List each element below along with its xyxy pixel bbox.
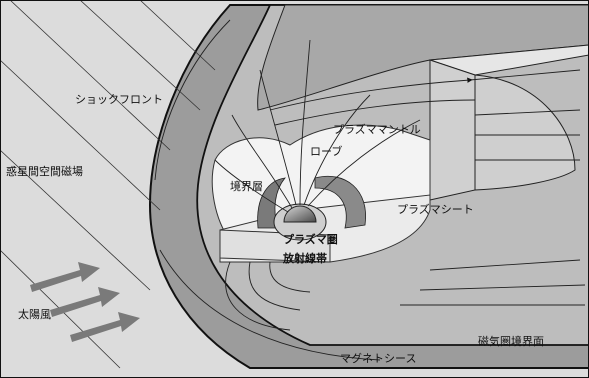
tail-lobe-band: [257, 4, 589, 111]
solar-wind-arrows: [30, 262, 140, 342]
label-plasma-mantle: プラズママントル: [333, 122, 421, 136]
tail-cross-section: [474, 74, 576, 191]
label-magnetopause: 磁気圏境界面: [478, 334, 544, 348]
label-imf: 惑星間空間磁場: [6, 164, 83, 178]
sheath-field-lines: [154, 19, 381, 361]
label-plasma-sheet: プラズマシート: [397, 202, 474, 216]
tail-field-lines: [269, 69, 586, 306]
label-plasmasphere: プラズマ圏: [283, 232, 338, 246]
radiation-belt-right: [314, 176, 367, 229]
label-lobe: ローブ: [310, 144, 342, 158]
label-boundary-layer: 境界層: [230, 179, 263, 193]
earth: [283, 205, 317, 223]
lower-field-loops: [225, 261, 311, 331]
dayside-field-lines: [214, 39, 421, 213]
label-solar-wind: 太陽風: [18, 308, 51, 321]
label-radiation-belt: 放射線帯: [282, 251, 327, 265]
label-magnetosheath: マグネトシース: [340, 351, 416, 365]
label-shock-front: ショックフロント: [75, 93, 163, 106]
